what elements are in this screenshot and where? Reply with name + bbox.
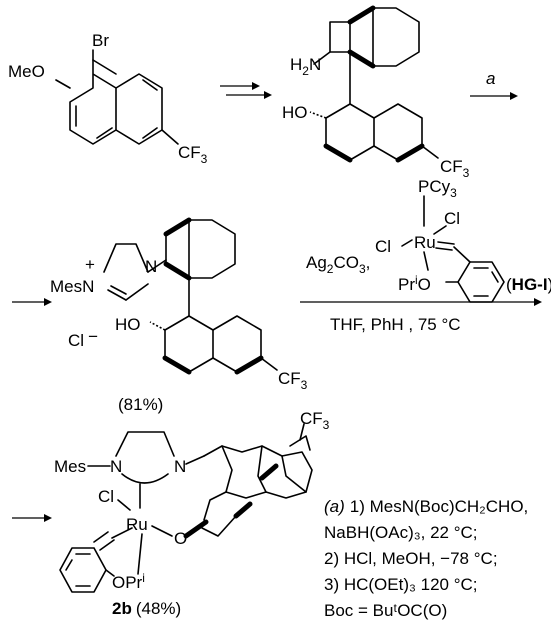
footnote-line-4: 3) HC(OEt)₃ 120 °C;: [324, 575, 478, 594]
product-2b-complex: [59, 423, 313, 593]
hydroxyl-label-2: HO: [115, 315, 141, 334]
aminobinaphthol: [309, 5, 439, 163]
amine-label: H2N: [290, 55, 321, 78]
footnote-line-1: (a)1) MesN(Boc)CH₂CHO,: [324, 497, 528, 516]
imidazolinium-binaphthol: [103, 217, 278, 375]
n-label-imid: N: [145, 257, 157, 276]
starting-naphthalene: [55, 49, 179, 145]
cf3-label-1: CF3: [178, 143, 208, 166]
methoxy-label: MeO: [8, 62, 45, 81]
bromo-label: Br: [92, 31, 109, 50]
mesityl-label-product: Mes: [54, 457, 86, 476]
mesityl-n-label: MesN: [50, 277, 94, 296]
pcy3-label: PCy3: [418, 177, 457, 200]
yield-imidazolinium: (81%): [118, 395, 163, 414]
chloro-label-hg-1: Cl: [444, 209, 460, 228]
plus-charge: +: [85, 255, 95, 274]
reaction-conditions: THF, PhH , 75 °C: [330, 315, 461, 334]
footnote-line-2: NaBH(OAc)₃, 22 °C;: [324, 523, 478, 542]
n-label-product-1: N: [110, 457, 122, 476]
cf3-label-2: CF3: [440, 157, 470, 180]
chloride-label: Cl−: [68, 327, 98, 350]
reaction-arrow-main: [300, 298, 542, 306]
ruthenium-label-hg: Ru: [414, 233, 436, 252]
isopropoxy-label-hg: PriO: [398, 273, 431, 294]
isopropoxy-label-product: OPri: [112, 571, 145, 592]
chloro-label-hg-2: Cl: [375, 237, 391, 256]
silver-carbonate-label: Ag2CO3,: [306, 253, 370, 276]
multi-step-arrow: [220, 82, 272, 99]
footnote-line-3: 2) HCl, MeOH, −78 °C;: [324, 549, 498, 568]
hydroxyl-label-1: HO: [282, 103, 308, 122]
hg-i-label: (HG-I): [506, 275, 551, 294]
footnote-conditions: (a)1) MesN(Boc)CH₂CHO, NaBH(OAc)₃, 22 °C…: [324, 497, 528, 620]
oxygen-label-product: O: [174, 529, 187, 548]
step-a-label: a: [486, 69, 495, 88]
chloro-label-product: Cl: [98, 487, 114, 506]
footnote-line-5: Boc = BuᵗOC(O): [324, 601, 447, 620]
n-label-product-2: N: [174, 457, 186, 476]
ruthenium-label-product: Ru: [126, 515, 148, 534]
product-label: 2b(48%): [112, 599, 181, 618]
cf3-label-4: CF3: [300, 409, 330, 432]
step-a-arrow: [470, 92, 518, 100]
cf3-label-3: CF3: [278, 369, 308, 392]
